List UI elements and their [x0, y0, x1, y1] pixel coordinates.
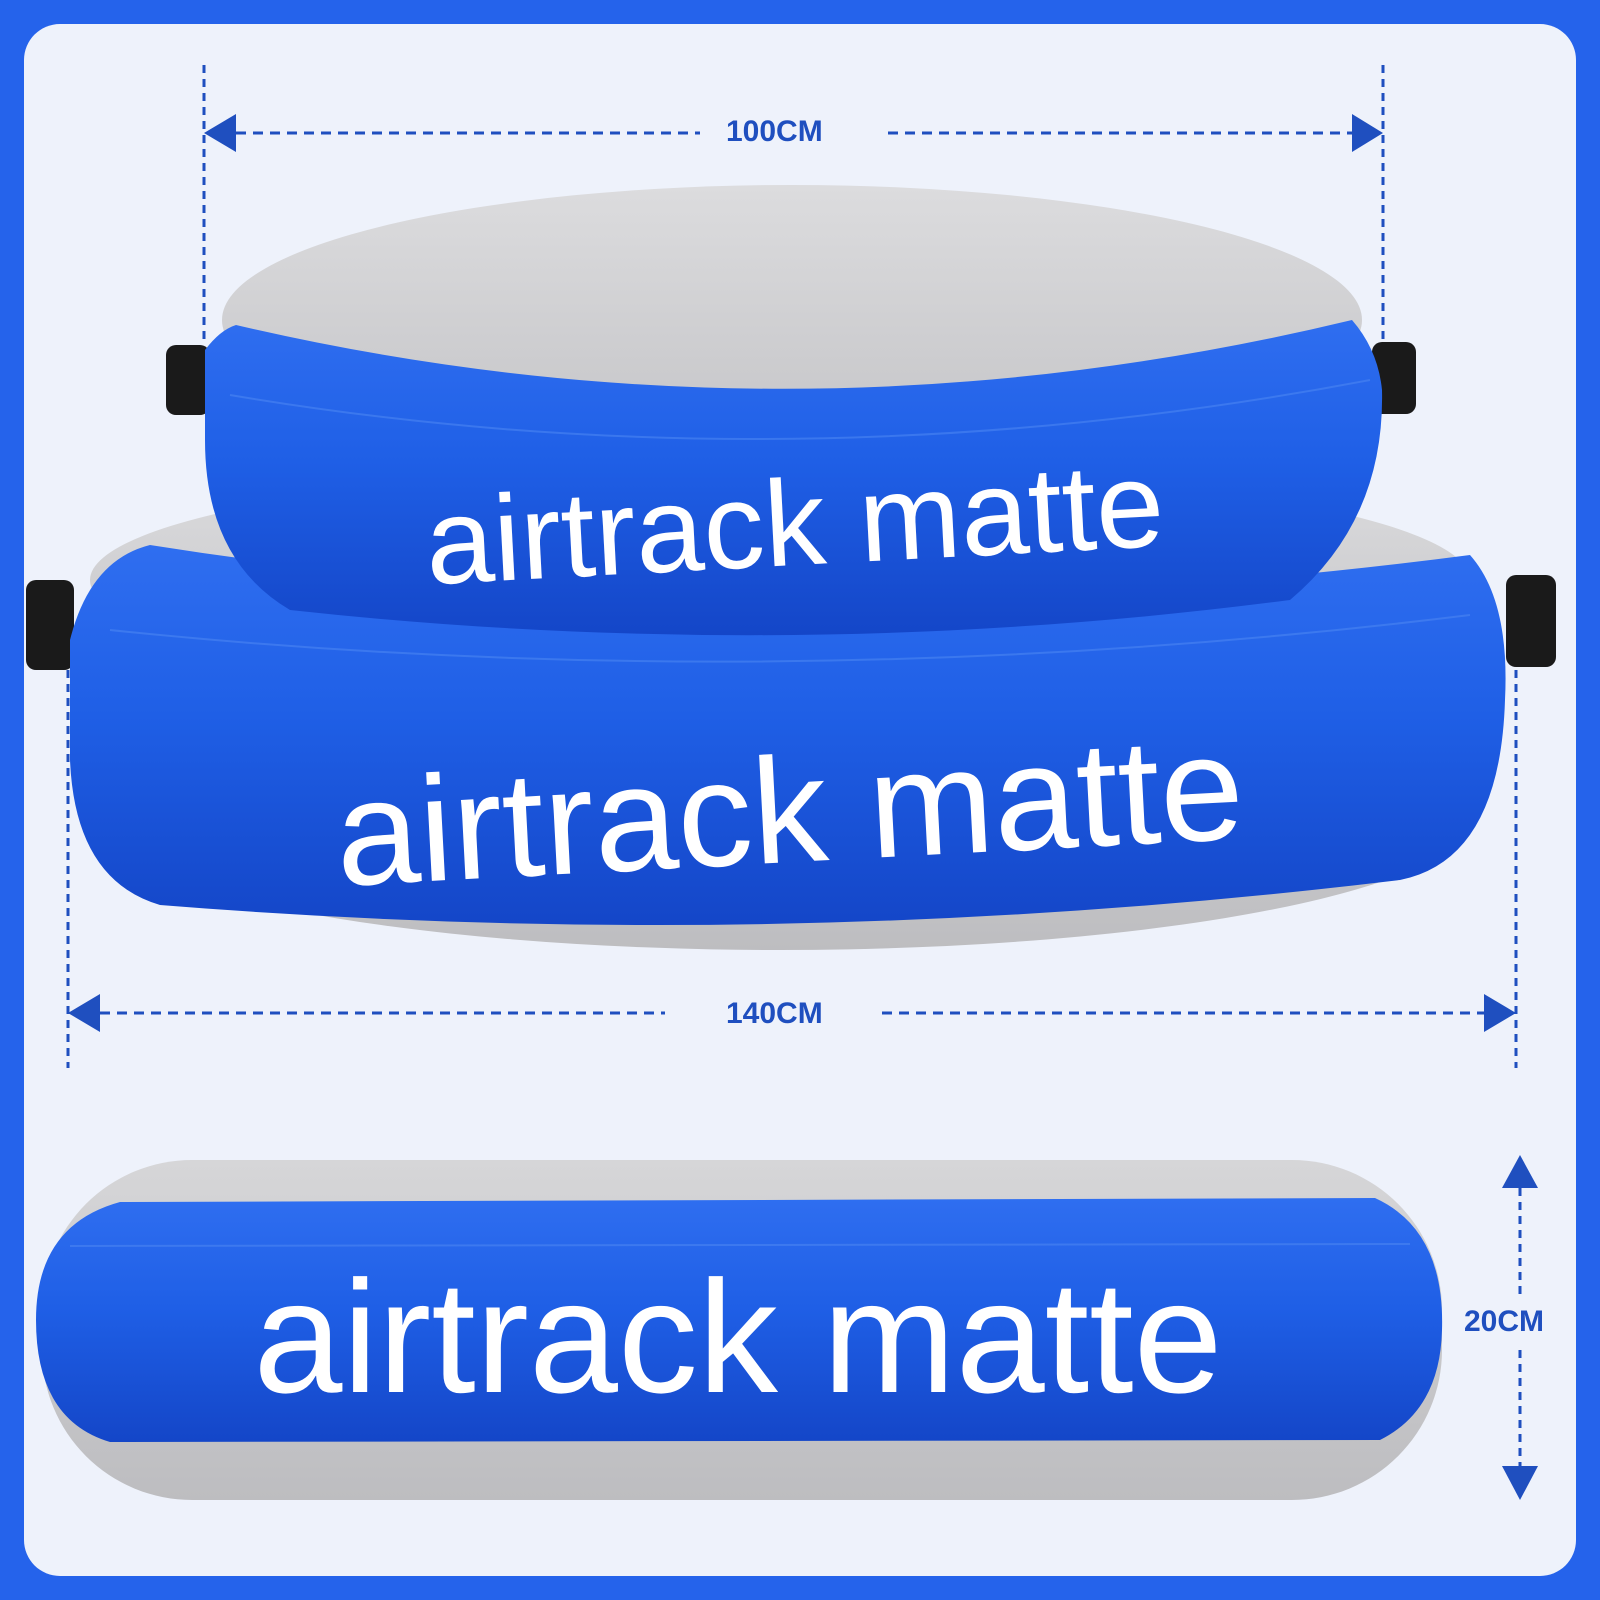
side-mat-label: airtrack matte	[253, 1247, 1222, 1426]
small-mat	[166, 185, 1416, 636]
right-handle-icon	[1372, 342, 1416, 414]
top-width-label: 100CM	[718, 114, 831, 150]
side-view-mat	[36, 1160, 1443, 1500]
left-handle-icon	[26, 580, 74, 670]
dimension-height	[1502, 1155, 1538, 1500]
height-label: 20CM	[1456, 1304, 1553, 1340]
bottom-width-label: 140CM	[718, 996, 831, 1032]
dimension-bottom-width	[66, 670, 1518, 1068]
dimension-top-width	[202, 65, 1385, 345]
right-handle-icon	[1506, 575, 1556, 667]
left-handle-icon	[166, 345, 210, 415]
